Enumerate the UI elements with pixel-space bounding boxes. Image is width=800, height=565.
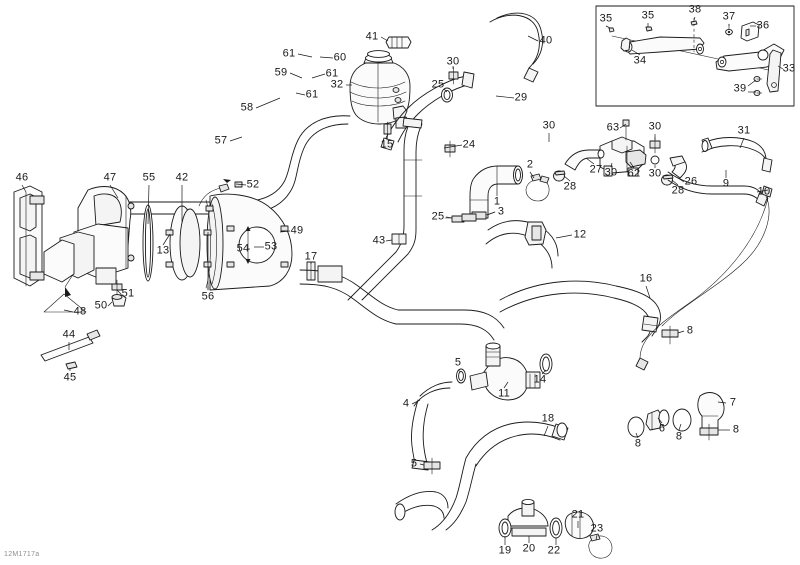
callout-59: 59 [274,66,288,79]
callout-46: 46 [15,171,29,184]
callout-3: 3 [497,205,505,218]
callout-15: 15 [380,138,394,151]
main-lower-hose-group [394,197,769,559]
callout-42: 42 [175,171,189,184]
callout-48: 48 [73,305,87,318]
callout-50: 50 [94,299,108,312]
callout-57: 57 [214,134,228,147]
callout-25b: 25 [431,210,445,223]
callout-6: 6 [658,422,666,435]
callout-30d: 30 [604,166,618,179]
callout-22: 22 [547,544,561,557]
callout-18: 18 [541,412,555,425]
callout-62: 62 [627,167,641,180]
callout-36: 36 [756,19,770,32]
callout-30c: 30 [648,120,662,133]
callout-54: 54 [236,242,250,255]
callout-32: 32 [330,78,344,91]
hose-12-group [485,220,559,269]
callout-45: 45 [63,371,77,384]
inset-detail-group [595,5,795,107]
callout-28b: 28 [671,184,685,197]
callout-61a: 61 [282,47,296,60]
callout-8b: 8 [634,437,642,450]
callout-35b: 35 [641,9,655,22]
sheet-watermark: 12M1717a [4,551,40,558]
callout-19: 19 [498,544,512,557]
callout-40: 40 [539,34,553,47]
callout-20: 20 [522,542,536,555]
callout-30a: 30 [446,55,460,68]
callout-43: 43 [372,234,386,247]
callout-51: 51 [121,287,135,300]
callout-58: 58 [240,101,254,114]
callout-8d: 8 [732,423,740,436]
callout-14: 14 [533,373,547,386]
callout-8a: 8 [686,324,694,337]
callout-4: 4 [402,397,410,410]
callout-1: 1 [493,195,501,208]
elbow-hose-1-group [444,165,550,223]
callout-49: 49 [290,224,304,237]
callout-17: 17 [304,250,318,263]
callout-29: 29 [514,91,528,104]
callout-5a: 5 [454,356,462,369]
callout-61c: 61 [305,88,319,101]
callout-2: 2 [526,158,534,171]
callout-7: 7 [729,396,737,409]
callout-63: 63 [606,121,620,134]
thermostat-housing-group [553,119,687,186]
callout-27: 27 [589,163,603,176]
callout-8c: 8 [675,430,683,443]
callout-24: 24 [462,138,476,151]
callout-60: 60 [333,51,347,64]
callout-28a: 28 [563,180,577,193]
callout-30b: 30 [542,119,556,132]
callout-41: 41 [365,30,379,43]
callout-38: 38 [688,3,702,16]
callout-56: 56 [201,290,215,303]
reservoir-tank-group [349,36,412,129]
callout-25a: 25 [431,78,445,91]
callout-39: 39 [733,82,747,95]
left-assembly-group [13,179,505,370]
callout-30e: 30 [648,167,662,180]
hose-16-group [499,280,679,345]
callout-44: 44 [62,328,76,341]
callout-23: 23 [590,522,604,535]
callout-52: 52 [246,178,260,191]
callout-34: 34 [633,54,647,67]
callout-53: 53 [264,240,278,253]
callout-9: 9 [722,177,730,190]
callout-5b: 5 [410,457,418,470]
callout-12: 12 [573,228,587,241]
callout-33: 33 [782,62,796,75]
callout-13: 13 [156,244,170,257]
callout-47: 47 [103,171,117,184]
callout-11: 11 [498,387,510,400]
callout-10: 10 [757,185,771,198]
leader-lines [21,16,784,545]
callout-37: 37 [722,10,736,23]
callout-16: 16 [639,272,653,285]
callout-61b: 61 [325,67,339,80]
callout-35a: 35 [599,12,613,25]
callout-55: 55 [142,171,156,184]
callout-21: 21 [571,508,585,521]
callout-26: 26 [684,175,698,188]
callout-31: 31 [737,124,751,137]
